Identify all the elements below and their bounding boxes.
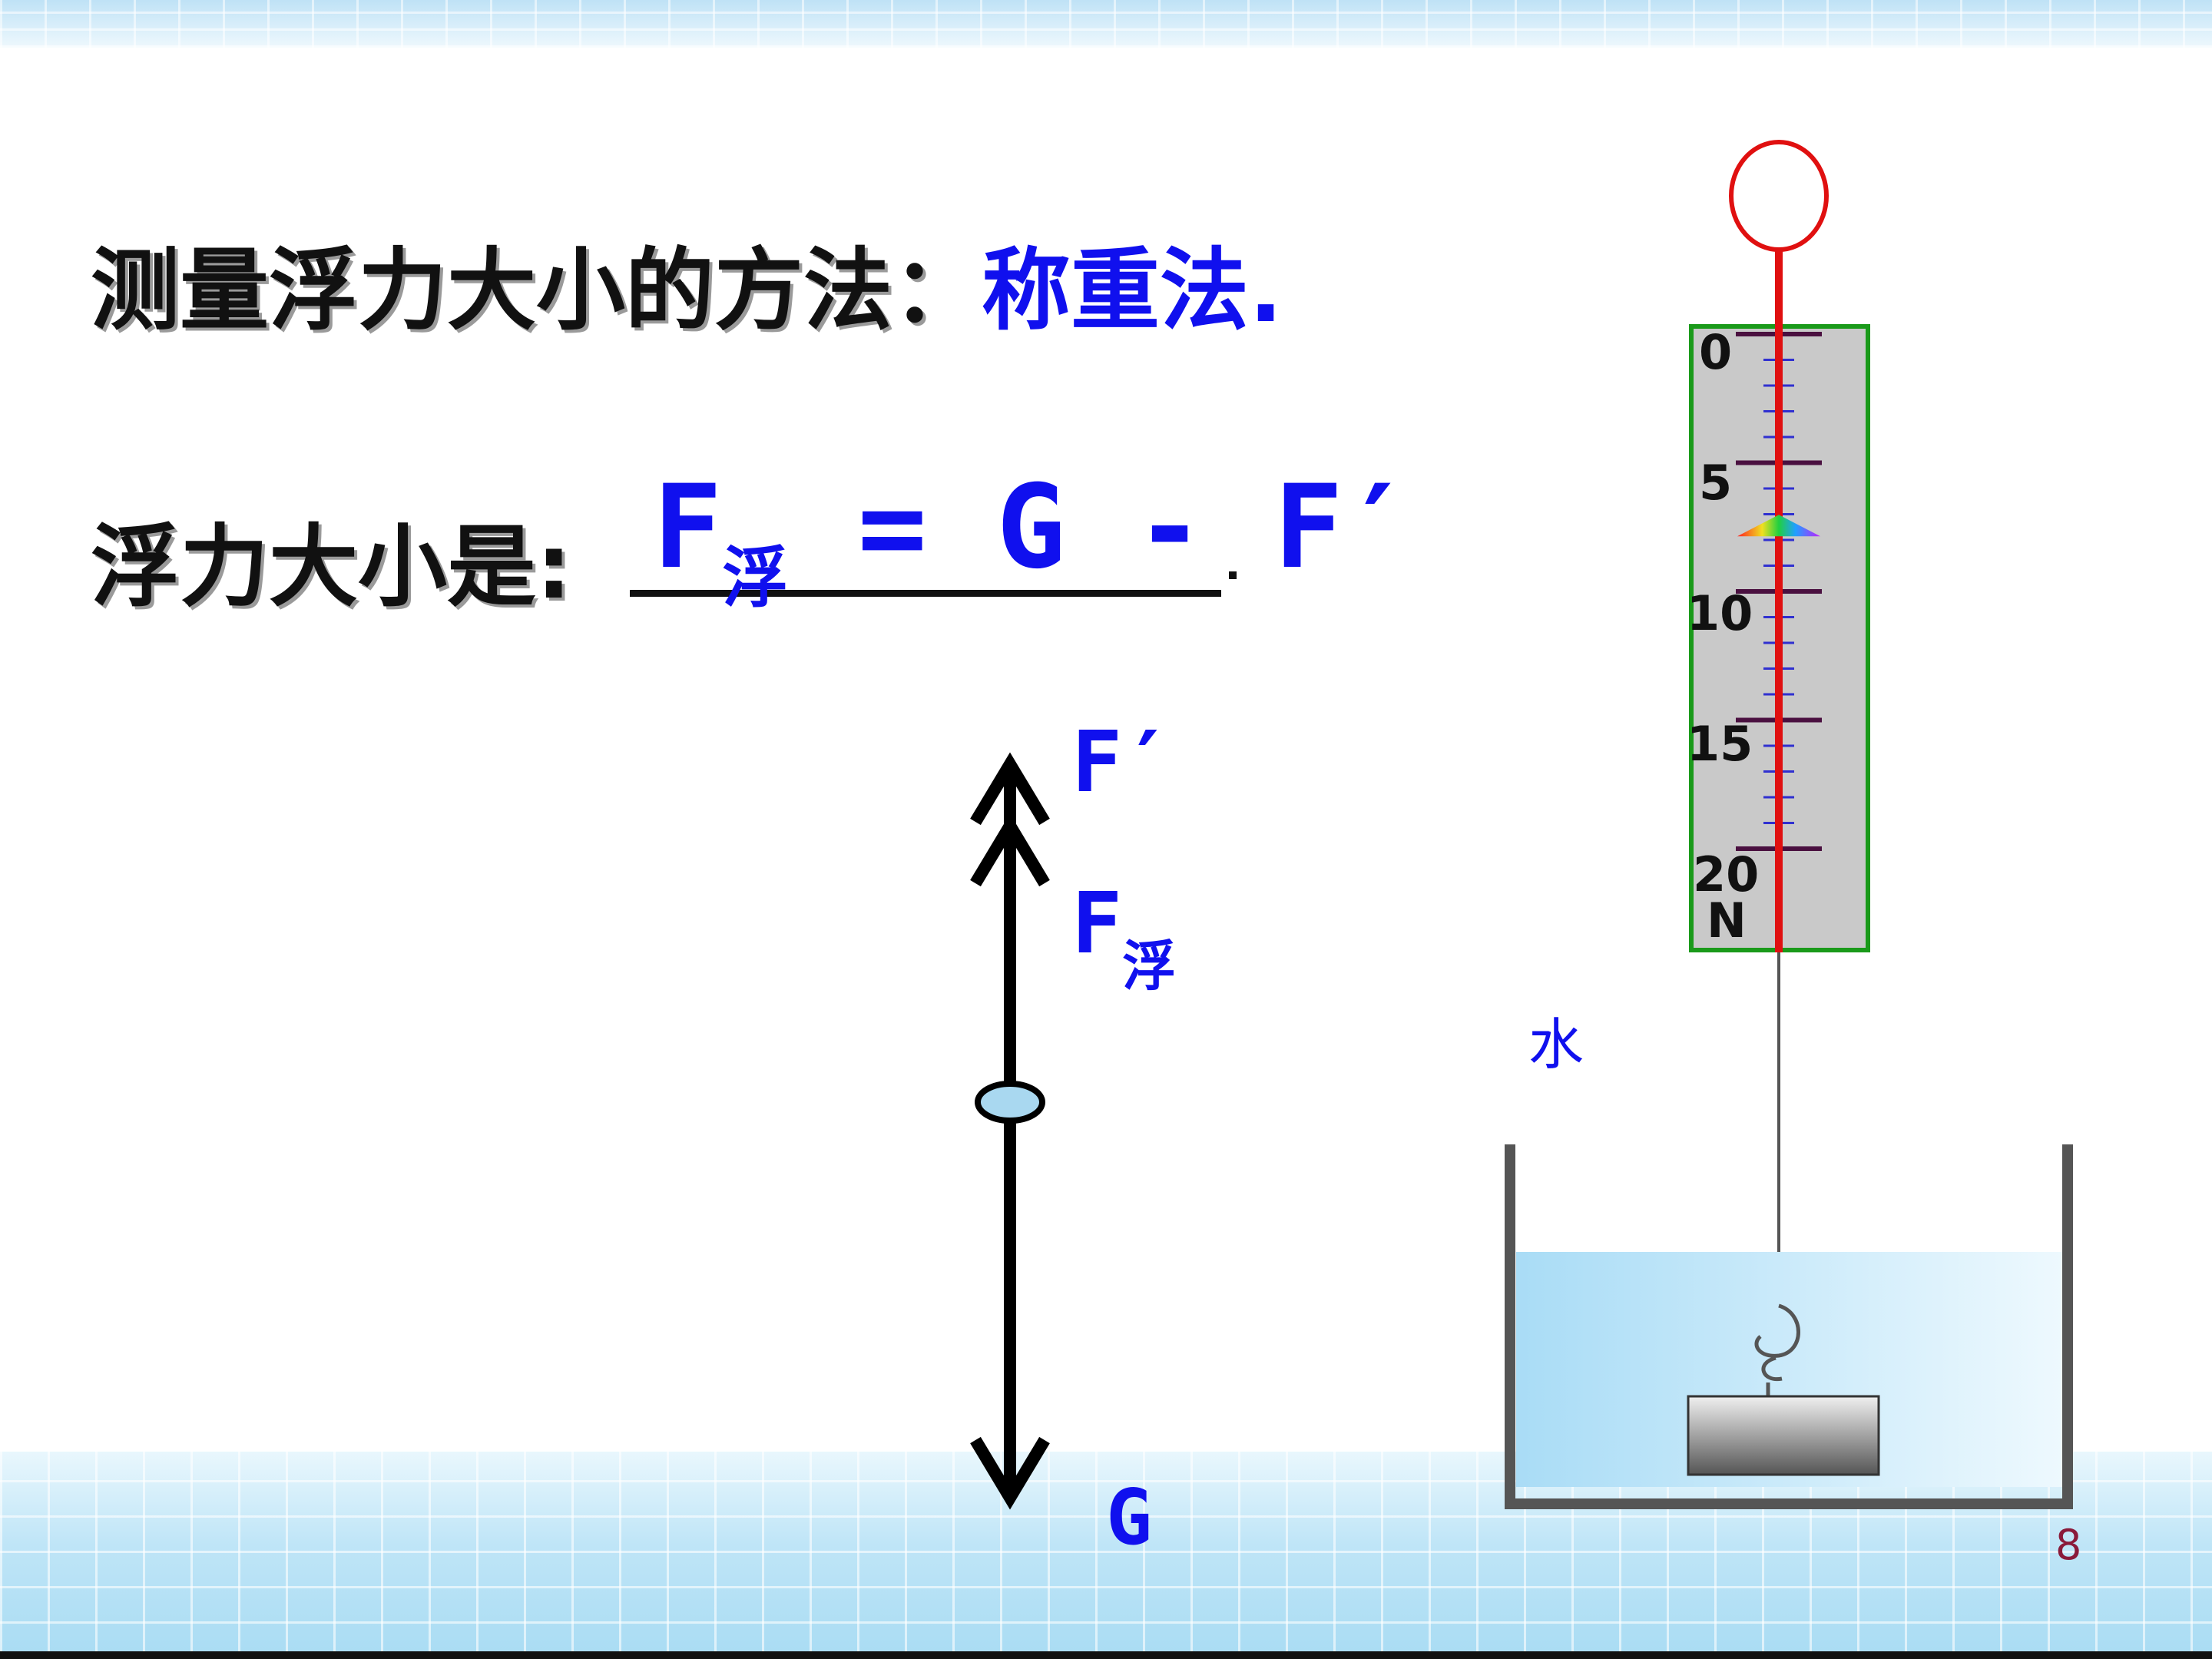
spring-scale-apparatus: 0 5 10 15 20 N 水 (1505, 140, 2073, 1509)
tick-label-0: 0 (1699, 324, 1732, 380)
method-label: 测量浮力大小的方法： (91, 239, 982, 343)
top-decorative-band (0, 0, 2212, 48)
buoyancy-formula: F浮 = G - F′ (653, 461, 1412, 620)
force-diagram: F′ F浮 G (970, 713, 1176, 1562)
formula-rest: = G - F′ (788, 461, 1413, 594)
unit-label: N (1707, 892, 1747, 949)
formula-f: F (653, 461, 723, 594)
scale-ring (1729, 140, 1829, 252)
scale-pointer (1737, 515, 1820, 537)
label-f-buoyant: F浮 (1071, 874, 1176, 998)
answer-underline (630, 590, 1221, 597)
method-answer: 称重法. (982, 239, 1283, 343)
tick-label-5: 5 (1699, 455, 1732, 511)
hook (1754, 1303, 1800, 1358)
trailing-period (1229, 571, 1237, 579)
label-f-prime: F′ (1071, 713, 1173, 811)
formula-f-sub: 浮 (722, 540, 789, 617)
beaker (1505, 1144, 2073, 1509)
label-gravity: G (1106, 1472, 1152, 1562)
tick-label-10: 10 (1687, 585, 1753, 641)
buoyancy-line-label: 浮力大小是: (91, 515, 572, 619)
method-line: 测量浮力大小的方法：称重法. (91, 218, 1283, 347)
gravity-arrowhead (970, 1436, 1050, 1510)
tick-label-20: 20 (1693, 846, 1759, 902)
f-buoyant-arrowhead (970, 813, 1050, 887)
water-label: 水 (1528, 1012, 1584, 1077)
page-number: 8 (2055, 1521, 2082, 1569)
tick-label-15: 15 (1687, 716, 1753, 772)
object-point (975, 1081, 1045, 1124)
f-prime-arrowhead (970, 752, 1050, 826)
metal-block (1687, 1395, 1880, 1476)
